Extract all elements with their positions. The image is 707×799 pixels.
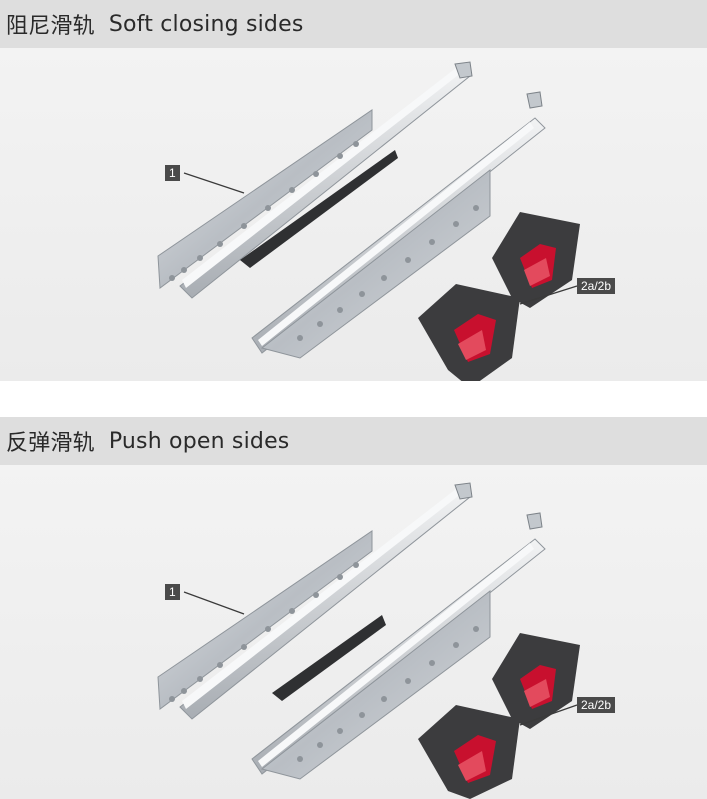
slide-rail-left	[157, 61, 473, 299]
callout-rail: 1	[165, 584, 180, 600]
product-illustration: 1 2a/2b	[0, 465, 707, 799]
slide-rail-left	[157, 482, 473, 720]
callout-parts: 2a/2b	[577, 697, 616, 713]
section-push-open: 反弹滑轨 Push open sides	[0, 417, 707, 799]
section-title-cn: 反弹滑轨	[6, 431, 95, 456]
callout-rail: 1	[165, 165, 180, 181]
locking-device-2a	[492, 633, 580, 729]
rail-drawing	[157, 61, 580, 381]
locking-device-2a	[492, 212, 580, 308]
locking-device-2b	[418, 705, 520, 799]
callout-parts: 2a/2b	[577, 278, 616, 294]
product-illustration: 1 2a/2b	[0, 48, 707, 381]
section-header: 阻尼滑轨 Soft closing sides	[0, 0, 707, 48]
locking-device-2b	[418, 284, 520, 381]
section-title-en: Soft closing sides	[108, 11, 304, 37]
section-soft-closing: 阻尼滑轨 Soft closing sides	[0, 0, 707, 381]
section-title-en: Push open sides	[108, 428, 290, 454]
section-gap	[0, 381, 707, 417]
section-header: 反弹滑轨 Push open sides	[0, 417, 707, 465]
rail-drawing	[157, 482, 580, 799]
slide-rail-right	[251, 512, 546, 780]
section-title-cn: 阻尼滑轨	[6, 14, 95, 39]
slide-rail-right	[251, 91, 546, 359]
